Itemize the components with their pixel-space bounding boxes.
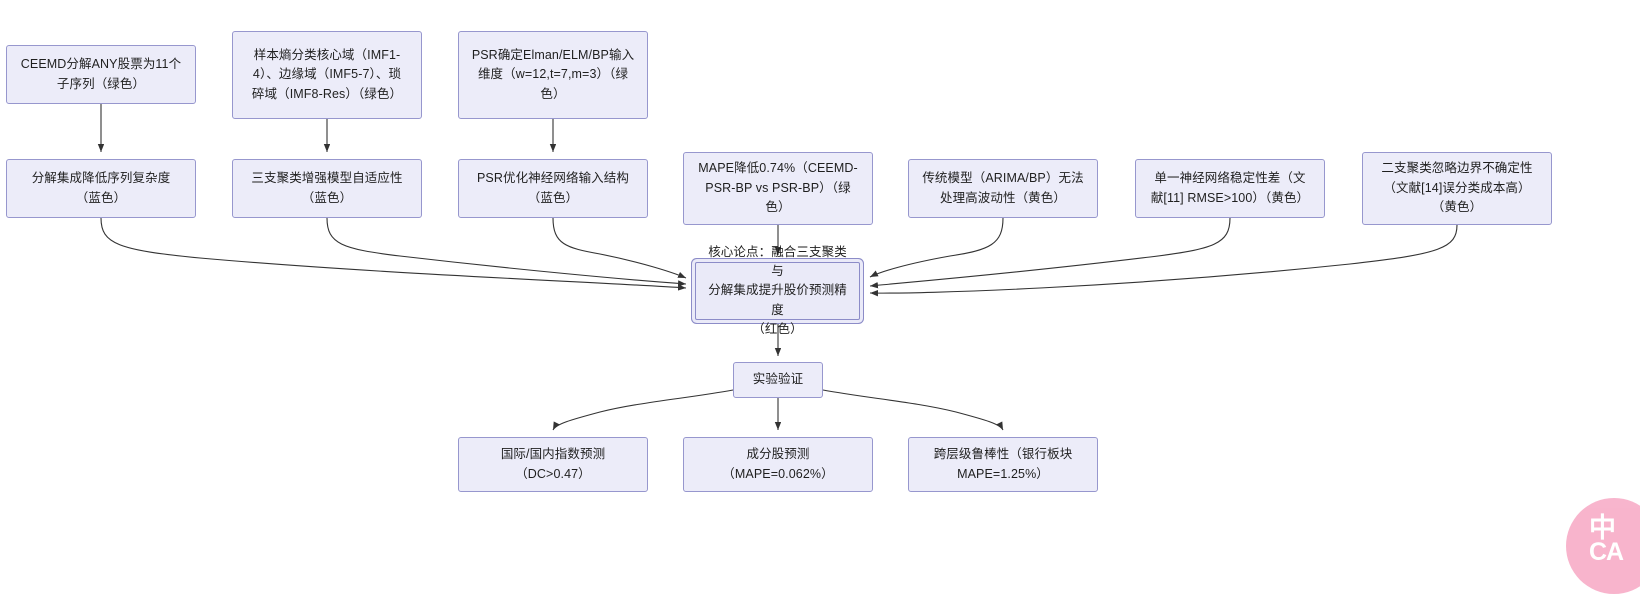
edge-nninput-to-core — [552, 217, 687, 279]
node-traditional-model-limitation[interactable]: 传统模型（ARIMA/BP）无法 处理高波动性（黄色） — [908, 159, 1098, 218]
node-cross-level-robustness-result[interactable]: 跨层级鲁棒性（银行板块 MAPE=1.25%） — [908, 437, 1098, 492]
node-psr-input-dimension[interactable]: PSR确定Elman/ELM/BP输入 维度（w=12,t=7,m=3）（绿 色… — [458, 31, 648, 119]
node-experimental-validation[interactable]: 实验验证 — [733, 362, 823, 398]
brand-watermark: 中 CA — [1566, 498, 1640, 594]
node-decomposition-reduces-complexity[interactable]: 分解集成降低序列复杂度 （蓝色） — [6, 159, 196, 218]
node-label: 核心论点：融合三支聚类与 分解集成提升股价预测精度 （红色） — [708, 244, 847, 337]
node-label: MAPE降低0.74%（CEEMD- PSR-BP vs PSR-BP）（绿 色… — [698, 161, 858, 215]
edge-validation-to-index — [552, 389, 734, 431]
edge-twoway-to-core — [869, 224, 1458, 297]
edge-validation-to-robustness — [822, 389, 1004, 431]
node-two-way-clustering-boundary-issue[interactable]: 二支聚类忽略边界不确定性 （文献[14]误分类成本高） （黄色） — [1362, 152, 1552, 225]
edge-singlenn-to-core — [869, 217, 1231, 289]
watermark-line-1: 中 — [1588, 513, 1616, 544]
node-ceemd-decomposition[interactable]: CEEMD分解ANY股票为11个 子序列（绿色） — [6, 45, 196, 104]
node-core-thesis[interactable]: 核心论点：融合三支聚类与 分解集成提升股价预测精度 （红色） — [695, 245, 860, 336]
node-sample-entropy-classification[interactable]: 样本熵分类核心域（IMF1- 4）、边缘域（IMF5-7）、琐 碎域（IMF8-… — [232, 31, 422, 119]
node-single-nn-instability[interactable]: 单一神经网络稳定性差（文 献[11] RMSE>100）（黄色） — [1135, 159, 1325, 218]
node-three-way-clustering-adaptivity[interactable]: 三支聚类增强模型自适应性 （蓝色） — [232, 159, 422, 218]
edge-adaptivity-to-core — [326, 217, 687, 287]
node-label: 样本熵分类核心域（IMF1- 4）、边缘域（IMF5-7）、琐 碎域（IMF8-… — [251, 47, 403, 101]
node-label: 单一神经网络稳定性差（文 献[11] RMSE>100）（黄色） — [1150, 171, 1310, 205]
node-label: CEEMD分解ANY股票为11个 子序列（绿色） — [20, 57, 182, 91]
node-label: 成分股预测 （MAPE=0.062%） — [722, 447, 834, 481]
edge-complexity-to-core — [100, 217, 687, 291]
node-psr-optimizes-nn-input[interactable]: PSR优化神经网络输入结构 （蓝色） — [458, 159, 648, 218]
node-label: 传统模型（ARIMA/BP）无法 处理高波动性（黄色） — [922, 171, 1084, 205]
node-label: 三支聚类增强模型自适应性 （蓝色） — [251, 171, 403, 205]
node-label: PSR优化神经网络输入结构 （蓝色） — [476, 171, 629, 205]
node-constituent-stock-forecast-result[interactable]: 成分股预测 （MAPE=0.062%） — [683, 437, 873, 492]
node-label: PSR确定Elman/ELM/BP输入 维度（w=12,t=7,m=3）（绿 色… — [471, 47, 635, 101]
node-label: 国际/国内指数预测 （DC>0.47） — [500, 447, 606, 481]
watermark-line-2: CA — [1588, 537, 1624, 566]
node-index-forecast-result[interactable]: 国际/国内指数预测 （DC>0.47） — [458, 437, 648, 492]
node-label: 跨层级鲁棒性（银行板块 MAPE=1.25%） — [933, 447, 1073, 481]
diagram-canvas: CEEMD分解ANY股票为11个 子序列（绿色） 样本熵分类核心域（IMF1- 4… — [6, 31, 1640, 594]
node-mape-reduction-evidence[interactable]: MAPE降低0.74%（CEEMD- PSR-BP vs PSR-BP）（绿 色… — [683, 152, 873, 225]
node-label: 实验验证 — [752, 372, 804, 387]
node-label: 二支聚类忽略边界不确定性 （文献[14]误分类成本高） （黄色） — [1381, 161, 1533, 215]
edge-traditional-to-core — [869, 217, 1004, 278]
node-label: 分解集成降低序列复杂度 （蓝色） — [31, 171, 171, 205]
